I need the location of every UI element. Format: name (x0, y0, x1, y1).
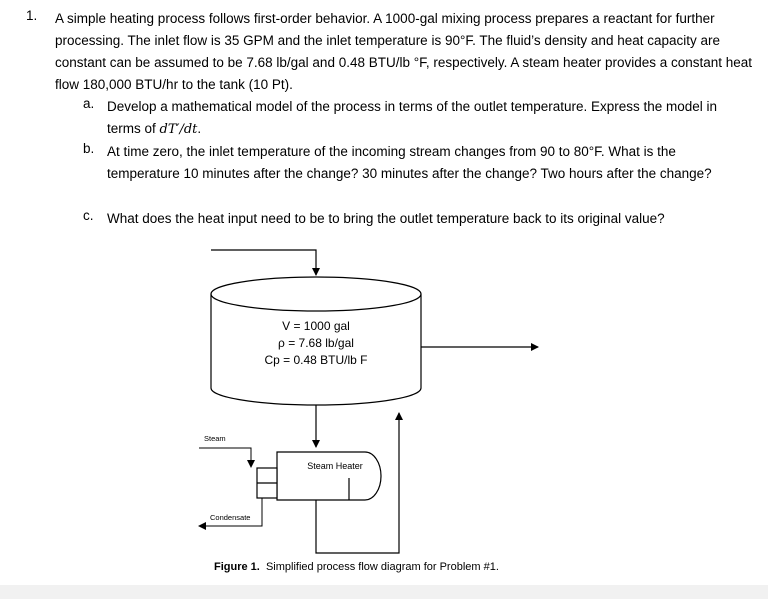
tank-cp-label: Cp = 0.48 BTU/lb F (264, 353, 367, 367)
tank-top (210, 276, 422, 312)
steam-label: Steam (204, 434, 226, 443)
part-c-text: What does the heat input need to be to b… (107, 211, 665, 226)
recirculation-line (315, 412, 403, 554)
part-a-tail: . (197, 121, 202, 136)
condensate-label: Condensate (210, 513, 250, 522)
inlet-line (211, 249, 320, 276)
tank-volume-label: V = 1000 gal (282, 319, 350, 333)
part-a-math: dT′/dt (159, 122, 198, 137)
page-bottom-band (0, 585, 768, 599)
figure-caption-text: Simplified process flow diagram for Prob… (265, 561, 499, 573)
steam-heater-shell (276, 451, 382, 501)
condensate-line (198, 498, 263, 530)
part-c-letter: c. (83, 208, 94, 223)
part-a-letter: a. (83, 96, 95, 111)
part-b-text: At time zero, the inlet temperature of t… (107, 144, 712, 181)
part-a-text: Develop a mathematical model of the proc… (107, 96, 747, 141)
tank-density-label: ρ = 7.68 lb/gal (278, 336, 354, 350)
mixing-tank (210, 276, 422, 406)
problem-number: 1. (26, 8, 38, 23)
tank-body (210, 294, 422, 406)
steam-heater-label: Steam Heater (307, 461, 363, 471)
figure-caption-label: Figure 1. (214, 561, 260, 573)
steam-line (199, 447, 255, 468)
problem-statement: A simple heating process follows first-o… (55, 11, 753, 92)
part-a-body: Develop a mathematical model of the proc… (107, 99, 718, 136)
part-b-letter: b. (83, 141, 95, 156)
figure-caption: Figure 1. Simplified process flow diagra… (214, 561, 499, 573)
